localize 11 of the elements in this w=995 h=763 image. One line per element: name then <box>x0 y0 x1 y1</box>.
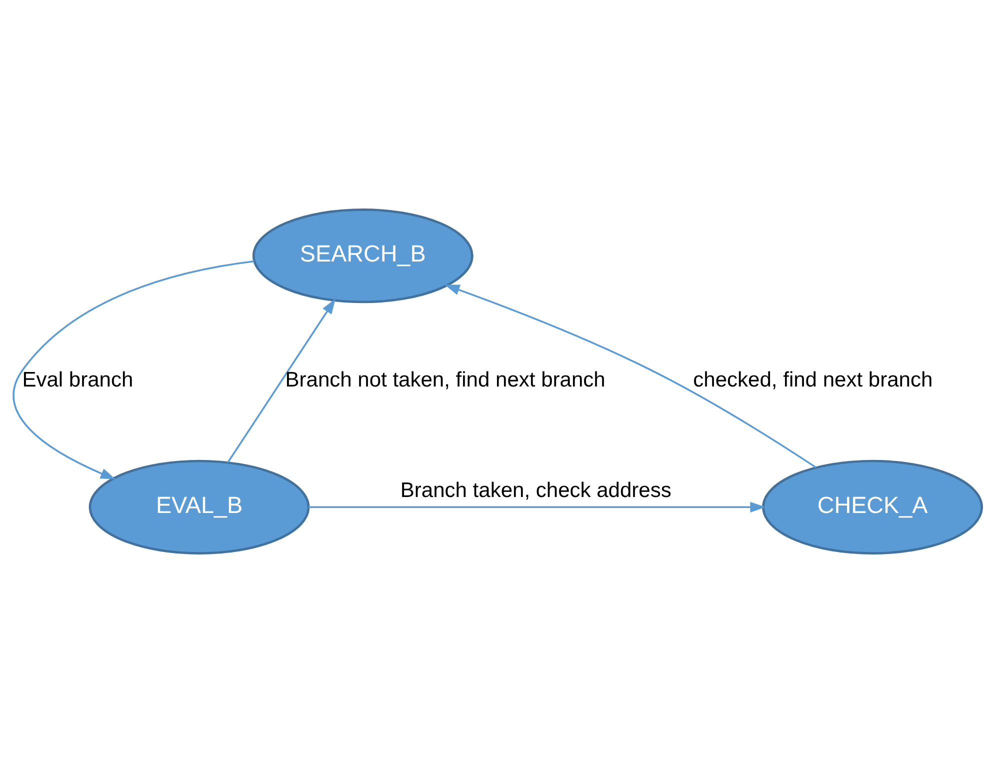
node-ellipse: SEARCH_B <box>252 208 474 304</box>
edge-label: checked, find next branch <box>693 368 933 392</box>
edge-label: Branch taken, check address <box>400 479 672 502</box>
arrow <box>308 502 766 512</box>
arrow <box>12 260 254 480</box>
node-ellipse: CHECK_A <box>762 460 983 554</box>
node-ellipse: EVAL_B <box>88 460 310 554</box>
arrow <box>444 284 817 468</box>
edge-label: Branch not taken, find next branch <box>285 368 606 392</box>
edge-label: Eval branch <box>22 368 134 392</box>
arrow <box>227 298 336 463</box>
